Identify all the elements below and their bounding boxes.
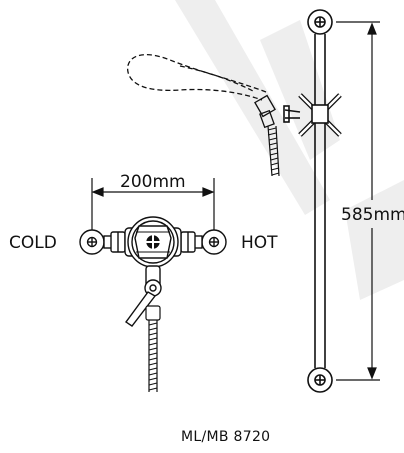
hot-inlet [180, 229, 227, 255]
model-number: ML/MB 8720 [181, 429, 270, 445]
cold-label: COLD [9, 233, 57, 253]
mixer-valve [79, 216, 227, 327]
watermark [175, 0, 404, 300]
rail-bottom-bracket [307, 367, 333, 393]
hose-lower [145, 305, 161, 392]
height-dimension [336, 21, 380, 381]
width-dimension-label: 200mm [120, 172, 186, 192]
cold-inlet [79, 229, 126, 255]
temperature-knob [127, 216, 179, 268]
rail-top-bracket [307, 9, 333, 35]
shower-handset [127, 54, 276, 129]
flow-lever [125, 265, 162, 327]
hot-label: HOT [241, 233, 278, 253]
hose-upper [267, 125, 280, 177]
slider-holder [283, 93, 342, 137]
height-dimension-label: 585mm [341, 205, 404, 225]
width-dimension [91, 178, 215, 235]
riser-rail [283, 9, 342, 393]
